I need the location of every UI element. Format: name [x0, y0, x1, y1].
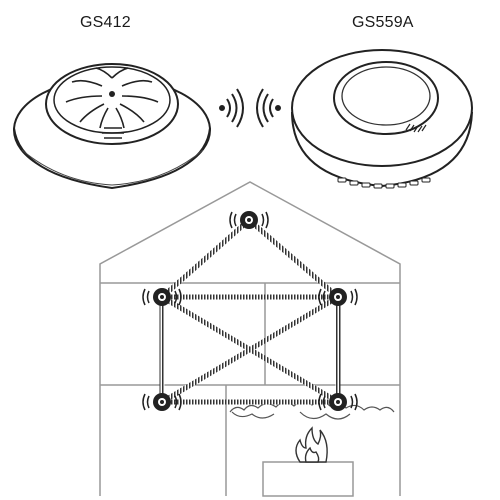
model-label-gs412: GS412	[80, 14, 131, 31]
house-outline	[99, 181, 401, 497]
model-label-gs559a: GS559A	[352, 14, 414, 31]
detector-node-mid-left	[142, 288, 182, 306]
wireless-signal-icon	[219, 88, 281, 128]
detector-vent	[405, 123, 427, 133]
link-top-to-midright	[247, 218, 340, 299]
detector-node-mid-right	[318, 288, 358, 306]
detector-node-bottom-right	[318, 393, 358, 411]
detector-node-top	[229, 211, 269, 229]
detector-grille	[65, 67, 159, 129]
gs559a-detector	[291, 49, 473, 189]
detector-slots	[337, 177, 431, 189]
link-top-to-midleft	[160, 218, 251, 299]
detector-node-bottom-left	[142, 393, 182, 411]
wireless-links	[159, 218, 341, 405]
link-midright-to-bottomleft	[160, 294, 340, 405]
smoke-cloud	[229, 401, 395, 420]
gs412-detector	[13, 63, 211, 190]
detector-vent	[102, 127, 124, 139]
fire-icon	[295, 426, 328, 463]
